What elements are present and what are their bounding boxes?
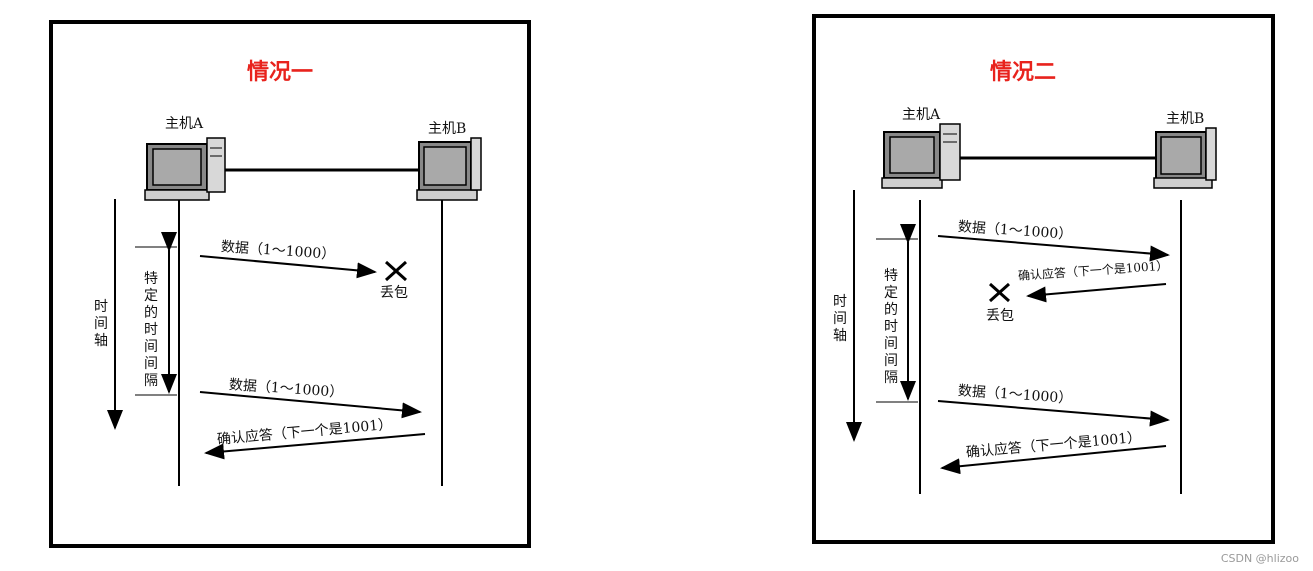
host-b-label: 主机B [1166,111,1205,127]
data-packet-2-arrow [199,391,422,419]
host-a-computer-icon [144,137,226,201]
diagram-panel-case-1: 情况一 主机A 主机B 时间轴 特定的时间间隔 数据（1～1000） 丢包 数据… [49,20,531,548]
data-packet-1-arrow [937,235,1170,262]
case-2-drawing [846,123,1217,494]
host-a-label: 主机A [902,107,941,123]
time-axis-label: 时间轴 [833,294,847,344]
case-2-title: 情况二 [990,60,1057,85]
host-a-label: 主机A [165,116,204,132]
ack-arrow [940,445,1167,475]
packet-lost-icon [384,260,408,282]
interval-label: 特定的时间间隔 [144,271,158,389]
packet-lost-label: 丢包 [986,308,1014,324]
watermark: CSDN @hlizoo [1220,552,1299,565]
data-packet-2-arrow [937,400,1170,427]
interval-label: 特定的时间间隔 [884,268,898,386]
packet-lost-icon [988,282,1011,303]
data-packet-1-arrow [199,255,377,279]
host-b-computer-icon [416,137,482,201]
packet-lost-label: 丢包 [380,285,408,301]
time-axis-label: 时间轴 [94,299,108,349]
case-1-title: 情况一 [247,60,314,85]
diagram-panel-case-2: 情况二 主机A 主机B 时间轴 特定的时间间隔 数据（1～1000） 确认应答（… [812,14,1275,544]
ack-lost-arrow [1026,283,1167,303]
ack-arrow [204,433,426,460]
host-b-label: 主机B [428,121,467,137]
host-a-computer-icon [881,123,961,189]
host-b-computer-icon [1153,127,1217,189]
case-1-drawing [107,137,482,486]
